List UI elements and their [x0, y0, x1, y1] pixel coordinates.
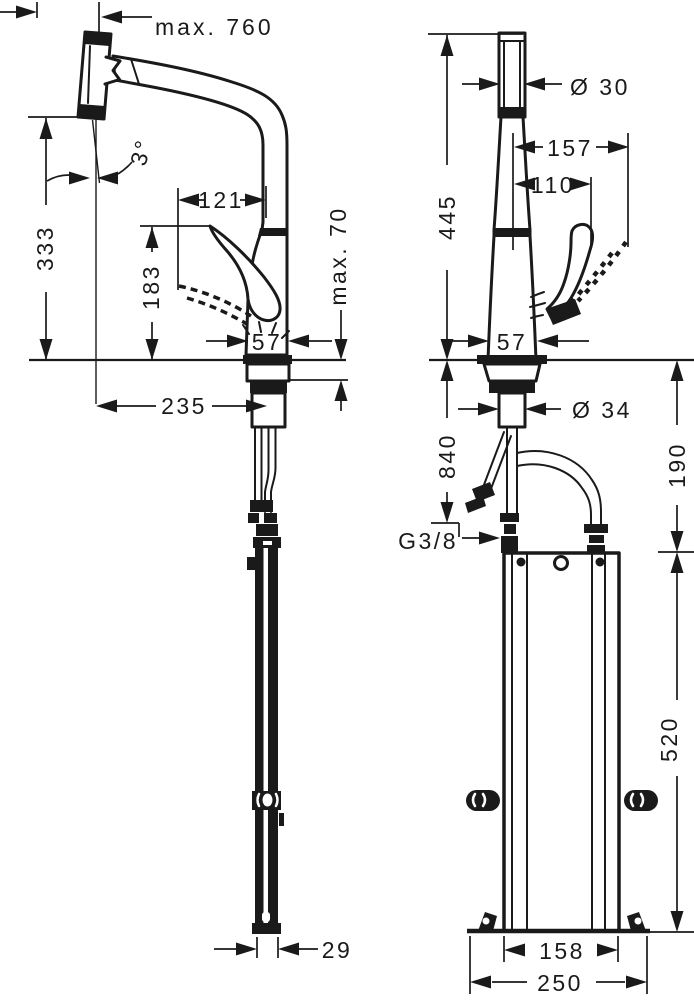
- dim-label-max-70: max. 70: [325, 206, 351, 305]
- column-outline: [486, 115, 538, 362]
- head-pivot-joint: [103, 55, 122, 86]
- dim-label-d34: Ø 34: [572, 397, 632, 423]
- spray-head-front: [497, 31, 527, 119]
- dim-label-57-front: 57: [497, 329, 528, 355]
- lever-dashed-position-1: [178, 284, 252, 318]
- tailpipe: [506, 426, 518, 514]
- dim-label-d30: Ø 30: [570, 74, 630, 100]
- sbox-hole-center: [553, 555, 569, 571]
- escutcheon-front: [482, 362, 542, 383]
- dim-label-max-760: max. 760: [155, 14, 274, 40]
- dim-label-g38: G3/8: [398, 528, 458, 554]
- sbox-body: [502, 551, 621, 933]
- dim-label-158: 158: [539, 938, 585, 964]
- supply-connector-b: [589, 535, 604, 543]
- dim-label-250: 250: [537, 970, 583, 996]
- supply-connector-a: [584, 524, 608, 533]
- column-joint-band: [493, 228, 531, 237]
- spray-head-bottom-cap: [78, 104, 105, 119]
- supply-hose-inner: [516, 463, 592, 525]
- escutcheon: [245, 362, 291, 383]
- supply-tube-left: [254, 426, 263, 509]
- dim-label-840: 840: [434, 433, 460, 479]
- lever-dashed-position-2: [186, 296, 248, 326]
- tailpipe-connector-c: [501, 536, 518, 553]
- spout-joint-band: [258, 228, 287, 236]
- shank-collar-front: [489, 381, 535, 393]
- dim-label-110: 110: [531, 172, 575, 198]
- dim-label-183: 183: [138, 264, 164, 310]
- side-view-dimensions: max. 760 3° 333 121 183: [0, 2, 353, 963]
- base-ring-front: [477, 355, 547, 364]
- sbox-inner-walls: [511, 552, 606, 932]
- shank-collar: [250, 381, 287, 393]
- supply-hose-outer: [516, 450, 602, 525]
- front-view: 445 840 Ø 30 157 110 57 Ø 3: [398, 31, 694, 996]
- supply-tube-right-b: [270, 426, 277, 513]
- pullout-hose-front: [481, 431, 512, 495]
- spray-head-front-lines: [499, 40, 525, 108]
- lever-handle: [208, 224, 282, 323]
- dim-label-333: 333: [32, 225, 58, 271]
- dim-label-190: 190: [664, 442, 690, 488]
- dim-label-520: 520: [656, 716, 682, 762]
- handle-foot: [546, 299, 581, 325]
- sbox-foot-left-screw: [482, 917, 490, 925]
- pullout-connector-a: [472, 482, 495, 502]
- dim-label-3deg: 3°: [125, 136, 157, 169]
- sbox-foot-right-screw: [634, 917, 642, 925]
- pullout-connector-b: [465, 496, 486, 513]
- handle-dashed-1: [576, 240, 628, 303]
- motion-marks-side: [242, 321, 290, 339]
- tailpipe-connector-a: [500, 513, 519, 522]
- dim-label-121: 121: [198, 187, 244, 213]
- tailpipe-connector-b: [504, 524, 516, 534]
- spray-head-top-cap: [84, 33, 111, 46]
- shank-body: [250, 391, 287, 429]
- dim-label-157: 157: [547, 135, 593, 161]
- sbox-screw-left: [516, 557, 526, 567]
- dim-label-445: 445: [434, 194, 460, 240]
- base-ring: [243, 355, 292, 364]
- dim-label-29: 29: [322, 937, 353, 963]
- pullout-hose: [247, 548, 284, 934]
- supply-connector-c: [587, 545, 605, 553]
- spray-head-inner-line: [87, 45, 91, 104]
- supply-tube-right-a: [264, 426, 270, 513]
- hose-connector-stack: [248, 500, 281, 548]
- front-view-dimensions: 445 840 Ø 30 157 110 57 Ø 3: [398, 33, 694, 996]
- side-view: max. 760 3° 333 121 183: [0, 2, 353, 963]
- motion-marks-front: [529, 291, 546, 319]
- sbox-screw-right: [595, 557, 605, 567]
- dim-label-235: 235: [161, 393, 207, 419]
- arm-joint-line: [130, 58, 140, 85]
- spray-head-front-cap: [500, 107, 524, 117]
- dim-label-57-side: 57: [252, 329, 283, 355]
- shank-front: [497, 391, 527, 429]
